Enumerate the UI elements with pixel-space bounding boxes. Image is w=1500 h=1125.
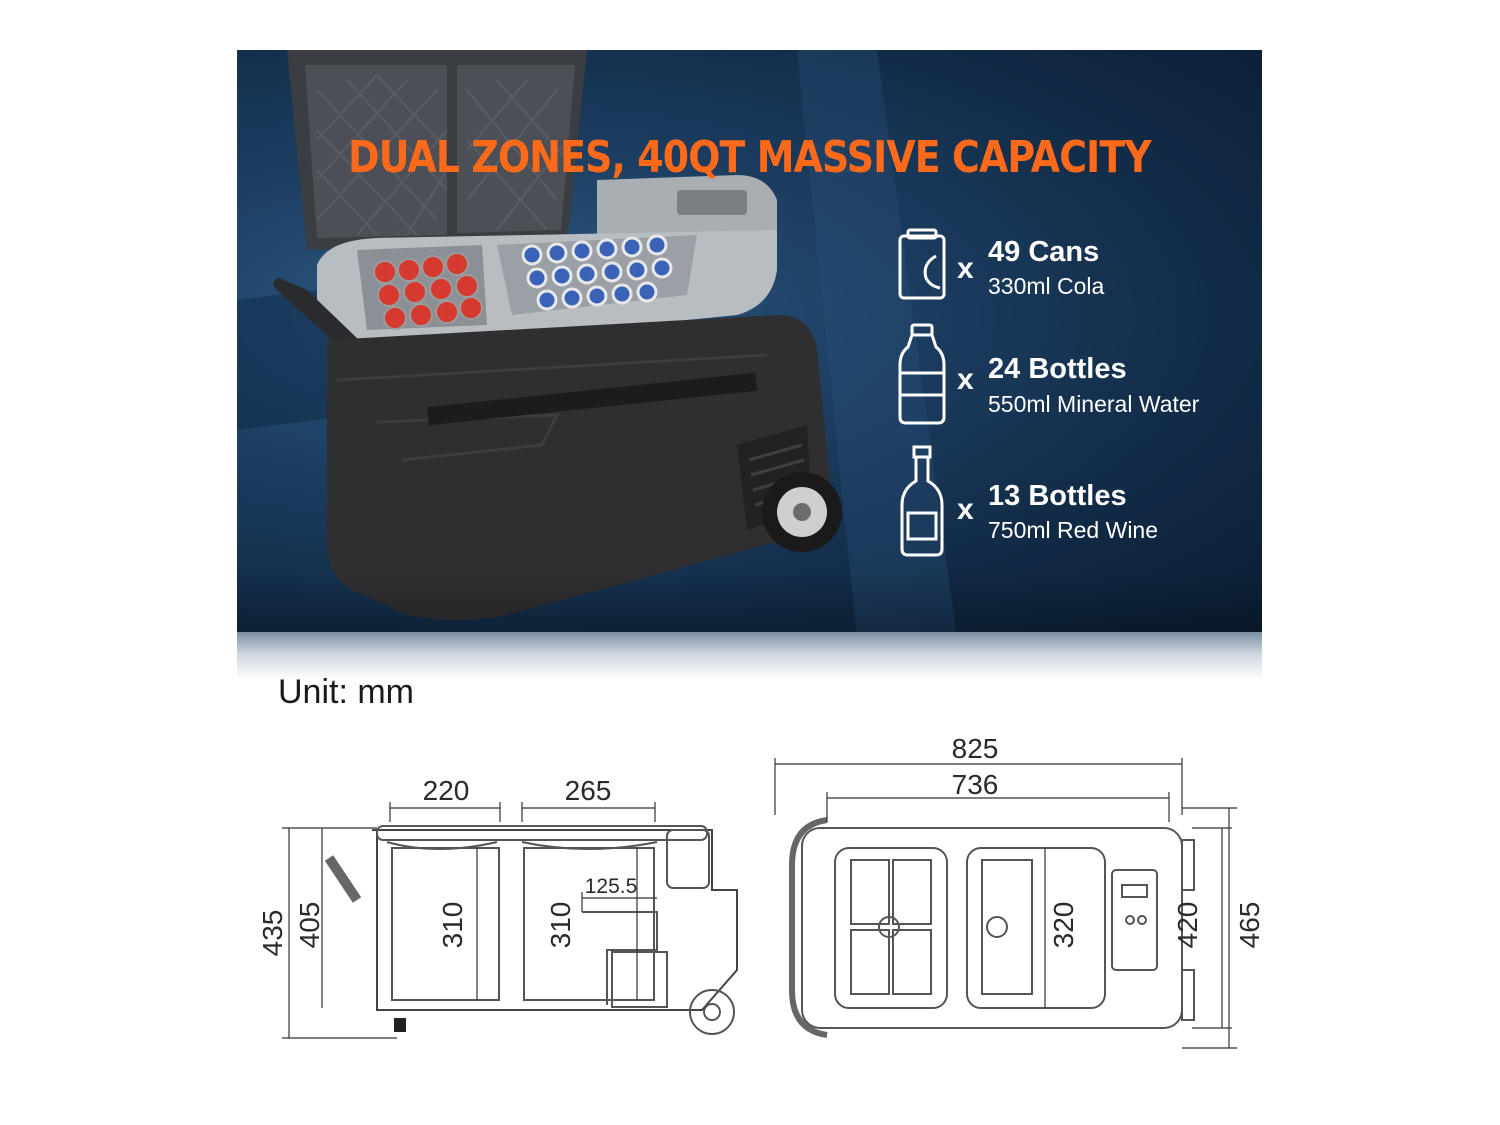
dim-left-zone-depth: 310 <box>437 902 468 949</box>
capacity-item-cans: x 49 Cans 330ml Cola <box>896 228 1256 338</box>
wine-bottle-icon <box>900 445 944 557</box>
multiplier: x <box>957 363 974 396</box>
capacity-description: 330ml Cola <box>988 273 1105 299</box>
dim-right-zone-width: 265 <box>565 775 612 806</box>
dim-total-width: 825 <box>952 733 999 764</box>
hero-banner: DUAL ZONES, 40QT MASSIVE CAPACITY x 49 C… <box>237 50 1262 640</box>
capacity-description: 550ml Mineral Water <box>988 391 1200 417</box>
dim-total-depth: 465 <box>1234 902 1265 949</box>
capacity-quantity: 24 Bottles <box>988 353 1127 385</box>
dim-body-depth: 420 <box>1172 902 1203 949</box>
dim-inner-height: 405 <box>294 902 325 949</box>
cooler-photo <box>273 50 842 620</box>
top-view-drawing <box>789 817 1195 1038</box>
capacity-quantity: 49 Cans <box>988 236 1100 268</box>
banner-fade <box>237 632 1262 680</box>
dim-total-height: 435 <box>257 910 288 957</box>
headline: DUAL ZONES, 40QT MASSIVE CAPACITY <box>348 132 1152 183</box>
dim-body-width: 736 <box>952 769 999 800</box>
capacity-item-wine-bottles: x 13 Bottles 750ml Red Wine <box>896 445 1256 557</box>
cans <box>373 252 483 330</box>
top-view-labels: 825 736 320 420 465 <box>952 733 1265 948</box>
dim-step-width: 125.5 <box>585 875 638 898</box>
can-icon <box>898 228 946 300</box>
top-view-dimension-lines <box>774 758 1237 1049</box>
side-view-drawing <box>324 825 738 1035</box>
side-view-dimension-lines <box>282 802 657 1039</box>
unit-label: Unit: mm <box>278 673 414 711</box>
capacity-quantity: 13 Bottles <box>988 480 1127 512</box>
water-bottle-icon <box>898 323 946 425</box>
multiplier: x <box>957 493 974 526</box>
side-view-labels: 220 265 125.5 435 405 310 310 <box>257 775 637 956</box>
multiplier: x <box>957 252 974 285</box>
capacity-description: 750ml Red Wine <box>988 517 1159 543</box>
dim-right-zone-depth: 310 <box>545 902 576 949</box>
dimension-drawings: 220 265 125.5 435 405 310 310 <box>257 733 1265 1049</box>
dim-left-zone-width: 220 <box>423 775 470 806</box>
dim-inner-depth: 320 <box>1048 902 1079 949</box>
capacity-item-water-bottles: x 24 Bottles 550ml Mineral Water <box>896 323 1256 433</box>
bottles <box>521 234 673 311</box>
